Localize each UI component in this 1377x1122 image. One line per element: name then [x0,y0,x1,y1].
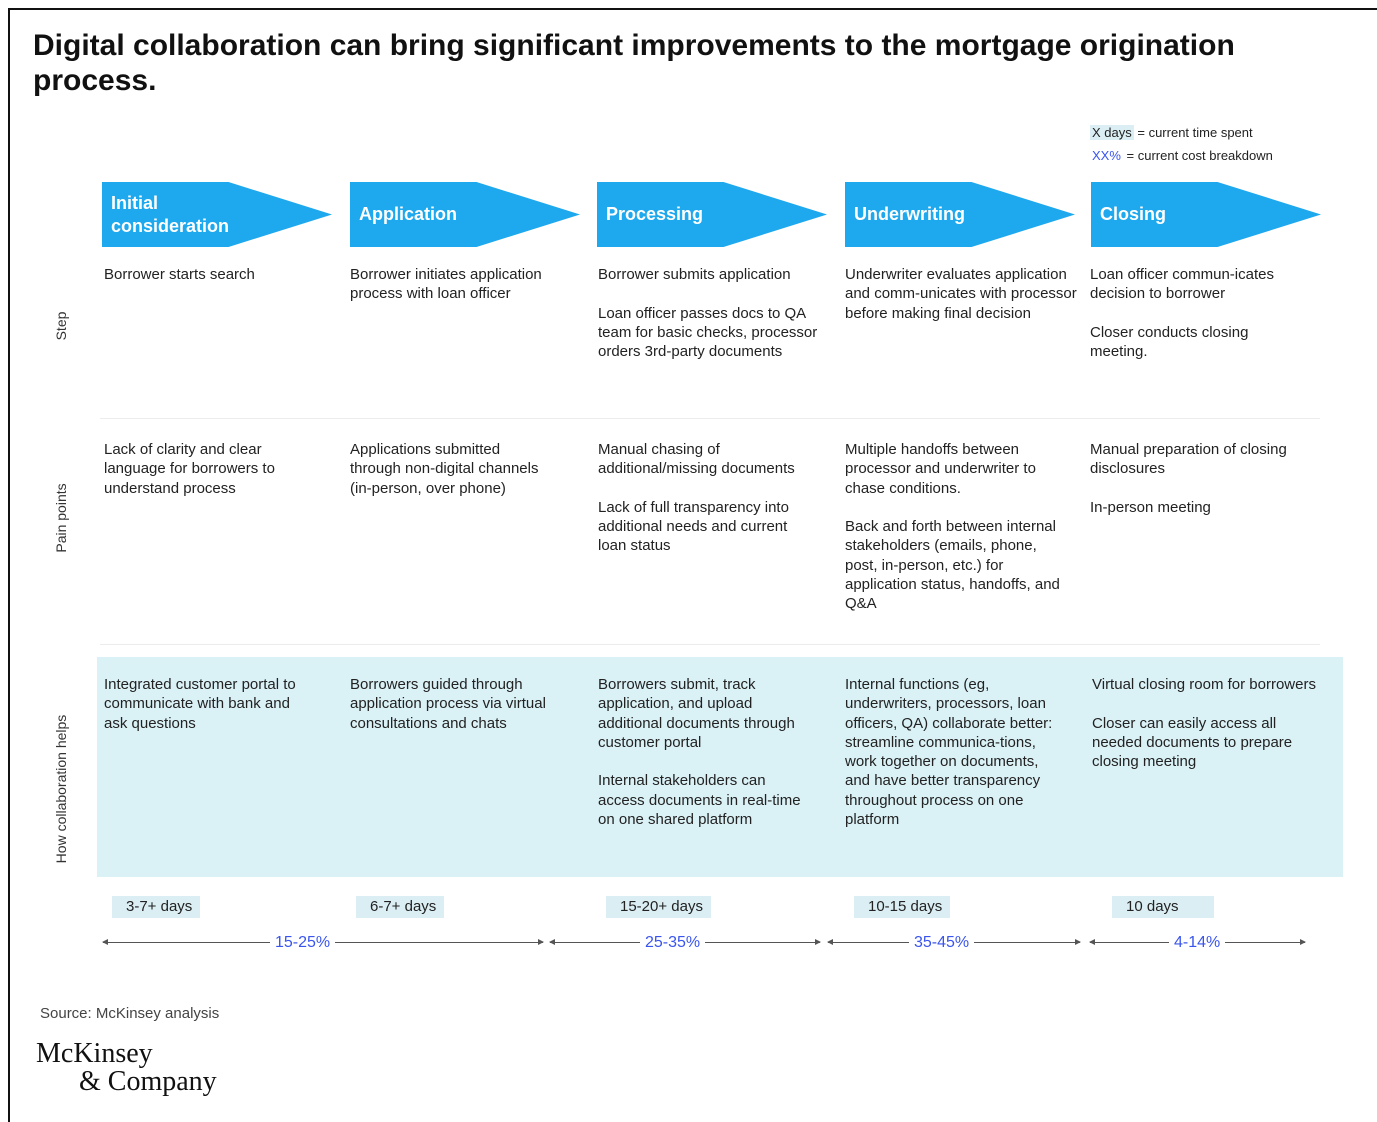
legend-days-key: X days [1090,125,1134,140]
stage-label: Processing [606,204,704,224]
legend-days-desc: = current time spent [1137,125,1253,140]
stage-label: Application [359,204,457,224]
step-text: Loan officer commun-icates decision to b… [1090,266,1274,303]
help-cell-application: Borrowers guided through application pro… [350,675,565,733]
help-cell-underwriting: Internal functions (eg, underwriters, pr… [845,675,1067,829]
legend-days-row: X days = current time spent [1090,124,1273,147]
pain-text: Manual preparation of closing disclosure… [1090,441,1287,478]
help-text: Integrated customer portal to communicat… [104,676,296,732]
help-text: Virtual closing room for borrowers [1092,676,1316,693]
help-text: Borrowers guided through application pro… [350,676,546,732]
step-cell-processing: Borrower submits application Loan office… [598,265,820,361]
days-badge-application: 6-7+ days [356,896,445,918]
days-badge-underwriting: 10-15 days [854,896,951,918]
help-cell-closing: Virtual closing room for borrowers Close… [1092,675,1317,771]
help-band [97,657,1343,877]
legend-cost-desc: = current cost breakdown [1126,148,1273,163]
pain-cell-initial-consideration: Lack of clarity and clear language for b… [104,440,304,498]
cost-share-label: 4-14% [1169,933,1226,953]
pain-text: Back and forth between internal stakehol… [845,518,1060,613]
step-text: Closer conducts closing meeting. [1090,323,1249,361]
help-text: Closer can easily access all needed docu… [1092,714,1293,771]
pain-cell-application: Applications submitted through non-digit… [350,440,550,498]
days-badge-initial-consideration: 3-7+ days [112,896,201,918]
step-cell-closing: Loan officer commun-icates decision to b… [1090,265,1290,361]
step-text: Underwriter evaluates application and co… [845,266,1077,322]
step-text: Borrower submits application [598,266,791,283]
step-text: Borrower starts search [104,266,255,283]
step-cell-initial-consideration: Borrower starts search [104,265,339,284]
help-cell-processing: Borrowers submit, track application, and… [598,675,813,829]
pain-text: Lack of full transparency into additiona… [598,498,789,555]
figure-title: Digital collaboration can bring signific… [33,29,1235,97]
pain-cell-closing: Manual preparation of closing disclosure… [1090,440,1290,517]
cost-share-label: 25-35% [640,933,706,953]
help-text: Internal functions (eg, underwriters, pr… [845,676,1053,829]
stage-label: Initial consideration [111,192,230,236]
help-text: Borrowers submit, track application, and… [598,676,795,751]
divider-step-pain [100,418,1320,419]
row-label-pain-points: Pain points [53,483,69,553]
logo-line-1: McKinsey [36,1038,153,1069]
help-cell-initial-consideration: Integrated customer portal to communicat… [104,675,304,733]
row-label-how-collaboration-helps: How collaboration helps [53,714,69,864]
source-note: Source: McKinsey analysis [40,1005,220,1022]
days-badge-closing: 10 days [1112,896,1214,918]
cost-share-label: 35-45% [909,933,975,953]
legend: X days = current time spent XX% = curren… [1090,124,1273,170]
pain-cell-underwriting: Multiple handoffs between processor and … [845,440,1070,614]
step-cell-underwriting: Underwriter evaluates application and co… [845,265,1080,323]
pain-text: Multiple handoffs between processor and … [845,441,1036,497]
figure-frame [8,8,1377,1122]
logo-line-2: & Company [79,1066,217,1097]
cost-share-label: 15-25% [270,933,336,953]
step-cell-application: Borrower initiates application process w… [350,265,585,304]
pain-cell-processing: Manual chasing of additional/missing doc… [598,440,818,556]
divider-pain-help [100,644,1320,645]
legend-cost-row: XX% = current cost breakdown [1090,147,1273,170]
pain-text: Applications submitted through non-digit… [350,441,539,497]
stage-label: Closing [1100,204,1166,224]
legend-cost-key: XX% [1092,148,1121,163]
stage-label: Underwriting [854,204,965,224]
pain-text: Lack of clarity and clear language for b… [104,441,275,497]
help-text: Internal stakeholders can access documen… [598,772,801,829]
mckinsey-logo: McKinsey & Company [36,1040,217,1096]
days-badge-processing: 15-20+ days [606,896,711,918]
step-text: Loan officer passes docs to QA team for … [598,304,818,361]
row-label-step: Step [53,311,69,341]
pain-text: In-person meeting [1090,498,1211,516]
step-text: Borrower initiates application process w… [350,266,542,303]
pain-text: Manual chasing of additional/missing doc… [598,441,795,478]
